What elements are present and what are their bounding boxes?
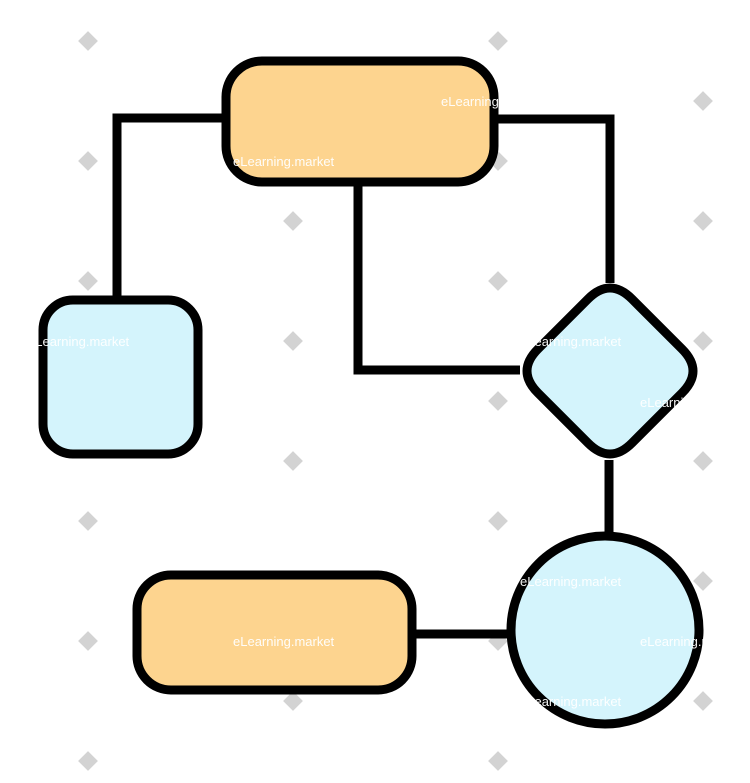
- watermark-diamond: [488, 391, 508, 411]
- watermark-text: eLearning.market: [640, 634, 742, 649]
- watermark-diamond: [488, 511, 508, 531]
- watermark-diamond: [488, 31, 508, 51]
- watermark-diamond: [78, 511, 98, 531]
- watermark-text: eLearning.market: [233, 634, 335, 649]
- watermark-text: eLearning.market: [520, 694, 622, 709]
- watermark-diamond: [283, 691, 303, 711]
- nodes: [38, 56, 704, 729]
- watermark-text: eLearning.market: [441, 94, 543, 109]
- watermark-diamond: [78, 751, 98, 771]
- watermark-diamond: [283, 451, 303, 471]
- watermark-diamond: [693, 211, 713, 231]
- watermark-diamond: [283, 211, 303, 231]
- top-process-box: [221, 56, 499, 187]
- watermark-diamond: [693, 91, 713, 111]
- connector-top-to-decision: [494, 114, 615, 283]
- watermark-diamond: [488, 271, 508, 291]
- watermark-diamond: [78, 631, 98, 651]
- decision-diamond: [522, 283, 698, 459]
- terminal-circle: [506, 531, 704, 729]
- connector-top-elbow-to-decision: [353, 182, 520, 375]
- watermark-text: eLearning.market: [520, 574, 622, 589]
- watermark-diamond: [488, 751, 508, 771]
- watermark-diamond: [78, 151, 98, 171]
- watermark-diamond: [693, 331, 713, 351]
- watermark-text: eLearning.market: [28, 334, 130, 349]
- connector-top-to-left-box: [112, 113, 226, 300]
- watermark-text-layer: eLearning.market eLearning.market eLearn…: [28, 94, 742, 709]
- connectors: [112, 113, 615, 639]
- watermark-diamond: [693, 691, 713, 711]
- watermark-diamond: [693, 571, 713, 591]
- watermark-text: eLearning.market: [233, 154, 335, 169]
- watermark-diamond: [78, 271, 98, 291]
- watermark-diamond: [283, 331, 303, 351]
- watermark-diamond: [693, 451, 713, 471]
- watermark-text: eLearning.market: [520, 334, 622, 349]
- bottom-process-box: [132, 570, 417, 695]
- watermark-text: eLearning.market: [640, 395, 742, 410]
- left-rounded-box: [38, 295, 203, 459]
- watermark-diamond: [78, 31, 98, 51]
